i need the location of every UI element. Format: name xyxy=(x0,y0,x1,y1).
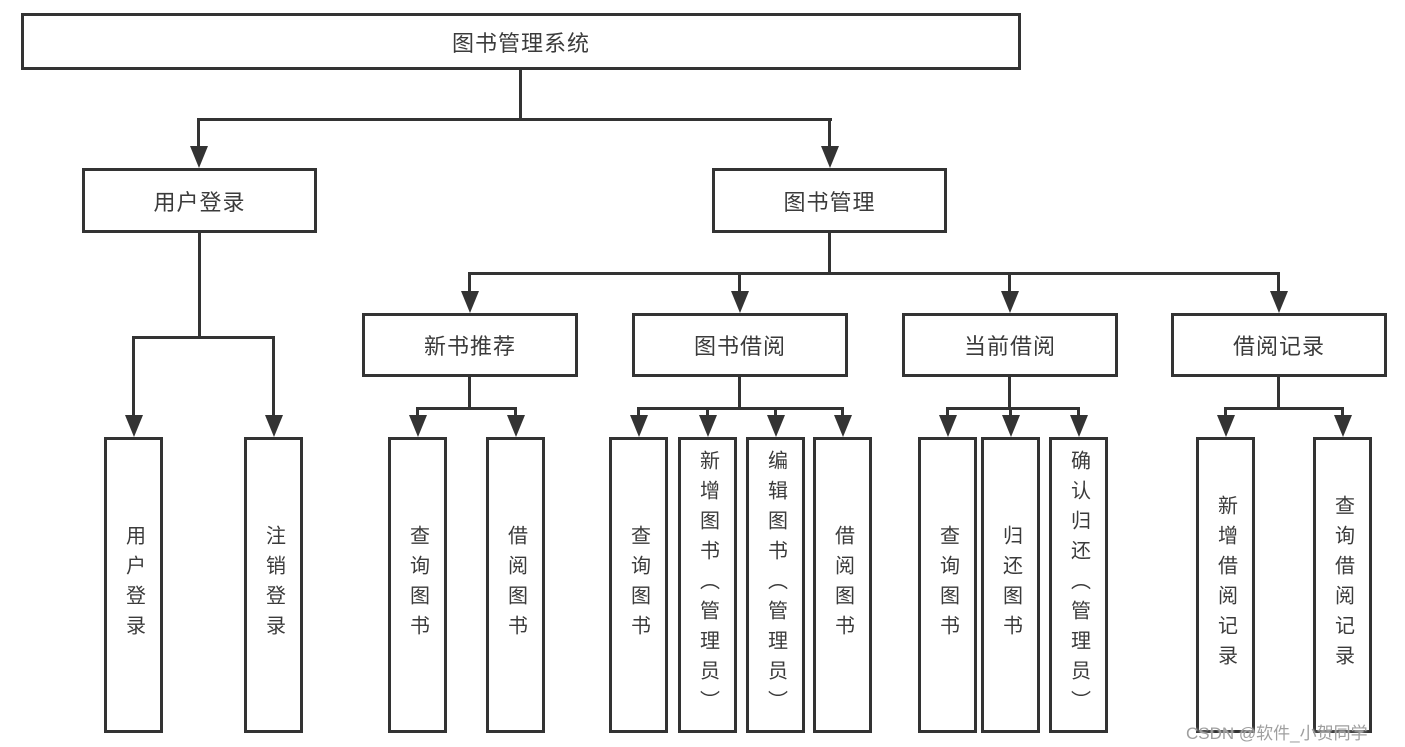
node-root: 图书管理系统 xyxy=(21,13,1021,70)
connector-line xyxy=(1008,377,1011,410)
connector-line xyxy=(738,272,741,295)
leaf-borrowing-add-books: 新增图书（管理员） xyxy=(678,437,737,733)
node-book-borrowing: 图书借阅 xyxy=(632,313,848,377)
connector-line xyxy=(132,336,135,418)
leaf-recommend-borrow-books-label: 借阅图书 xyxy=(504,525,527,645)
connector-line xyxy=(706,407,709,419)
leaf-recommend-query-books: 查询图书 xyxy=(388,437,447,733)
connector-line xyxy=(946,407,1080,410)
leaf-logout-label: 注销登录 xyxy=(262,525,285,645)
arrow-down-icon xyxy=(1001,291,1019,313)
connector-line xyxy=(514,407,517,419)
node-current-borrowing: 当前借阅 xyxy=(902,313,1118,377)
leaf-borrowing-query-books: 查询图书 xyxy=(609,437,668,733)
connector-line xyxy=(1341,407,1344,419)
connector-line xyxy=(198,233,201,339)
connector-line xyxy=(946,407,949,419)
connector-line xyxy=(197,118,832,121)
arrow-down-icon xyxy=(507,415,525,437)
arrow-down-icon xyxy=(731,291,749,313)
connector-line xyxy=(416,407,419,419)
arrow-down-icon xyxy=(409,415,427,437)
leaf-current-query-books-label: 查询图书 xyxy=(936,525,959,645)
connector-line xyxy=(637,407,640,419)
connector-line xyxy=(468,377,471,410)
leaf-current-query-books: 查询图书 xyxy=(918,437,977,733)
arrow-down-icon xyxy=(1217,415,1235,437)
node-book-management: 图书管理 xyxy=(712,168,947,233)
node-borrow-records-label: 借阅记录 xyxy=(1232,334,1325,359)
connector-line xyxy=(197,118,200,150)
leaf-user-login: 用户登录 xyxy=(104,437,163,733)
connector-line xyxy=(468,272,471,295)
arrow-down-icon xyxy=(1334,415,1352,437)
arrow-down-icon xyxy=(834,415,852,437)
arrow-down-icon xyxy=(939,415,957,437)
arrow-down-icon xyxy=(265,415,283,437)
arrow-down-icon xyxy=(1002,415,1020,437)
leaf-records-query-record-label: 查询借阅记录 xyxy=(1331,495,1354,675)
arrow-down-icon xyxy=(630,415,648,437)
node-user-login-label: 用户登录 xyxy=(153,189,246,215)
leaf-current-return-books: 归还图书 xyxy=(981,437,1040,733)
arrow-down-icon xyxy=(461,291,479,313)
connector-line xyxy=(774,407,777,419)
connector-line xyxy=(1224,407,1344,410)
connector-line xyxy=(841,407,844,419)
leaf-current-confirm-return-label: 确认归还（管理员） xyxy=(1067,450,1090,720)
arrow-down-icon xyxy=(1270,291,1288,313)
leaf-borrowing-edit-books-label: 编辑图书（管理员） xyxy=(764,450,787,720)
arrow-down-icon xyxy=(767,415,785,437)
connector-line xyxy=(416,407,517,410)
leaf-user-login-label: 用户登录 xyxy=(122,525,145,645)
leaf-records-add-record-label: 新增借阅记录 xyxy=(1214,495,1237,675)
csdn-watermark: CSDN @软件_小贺同学 xyxy=(1186,724,1368,743)
connector-line xyxy=(1277,272,1280,295)
connector-line xyxy=(1277,377,1280,410)
leaf-logout: 注销登录 xyxy=(244,437,303,733)
arrow-down-icon xyxy=(1070,415,1088,437)
node-new-book-recommend: 新书推荐 xyxy=(362,313,578,377)
connector-line xyxy=(272,336,275,418)
connector-line xyxy=(637,407,844,410)
connector-line xyxy=(1224,407,1227,419)
leaf-recommend-borrow-books: 借阅图书 xyxy=(486,437,545,733)
connector-line xyxy=(828,233,831,275)
connector-line xyxy=(1077,407,1080,419)
leaf-borrowing-query-books-label: 查询图书 xyxy=(627,525,650,645)
connector-line xyxy=(828,118,831,150)
leaf-current-return-books-label: 归还图书 xyxy=(999,525,1022,645)
leaf-borrowing-borrow-books-label: 借阅图书 xyxy=(831,525,854,645)
leaf-records-query-record: 查询借阅记录 xyxy=(1313,437,1372,733)
connector-line xyxy=(132,336,275,339)
node-root-label: 图书管理系统 xyxy=(451,30,590,56)
connector-line xyxy=(468,272,1280,275)
node-book-borrowing-label: 图书借阅 xyxy=(693,334,786,359)
arrow-down-icon xyxy=(821,146,839,168)
connector-line xyxy=(738,377,741,410)
node-book-management-label: 图书管理 xyxy=(783,189,876,215)
leaf-borrowing-borrow-books: 借阅图书 xyxy=(813,437,872,733)
leaf-records-add-record: 新增借阅记录 xyxy=(1196,437,1255,733)
arrow-down-icon xyxy=(190,146,208,168)
connector-line xyxy=(1008,272,1011,295)
node-user-login: 用户登录 xyxy=(82,168,317,233)
node-current-borrowing-label: 当前借阅 xyxy=(963,334,1056,359)
connector-line xyxy=(1009,407,1012,419)
leaf-current-confirm-return: 确认归还（管理员） xyxy=(1049,437,1108,733)
arrow-down-icon xyxy=(125,415,143,437)
arrow-down-icon xyxy=(699,415,717,437)
connector-line xyxy=(519,69,522,120)
leaf-borrowing-edit-books: 编辑图书（管理员） xyxy=(746,437,805,733)
node-new-book-recommend-label: 新书推荐 xyxy=(423,334,516,359)
leaf-borrowing-add-books-label: 新增图书（管理员） xyxy=(696,450,719,720)
node-borrow-records: 借阅记录 xyxy=(1171,313,1387,377)
leaf-recommend-query-books-label: 查询图书 xyxy=(406,525,429,645)
